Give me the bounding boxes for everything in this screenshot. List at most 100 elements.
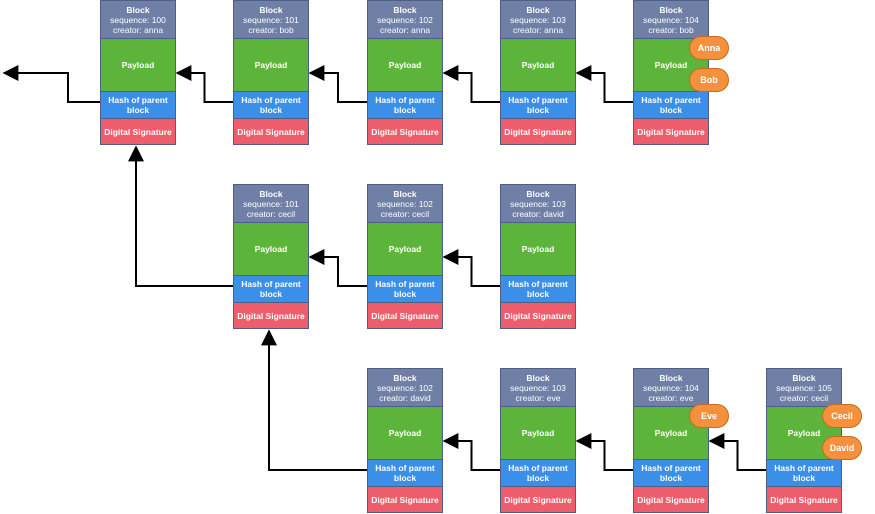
block-sequence: sequence: 101 xyxy=(243,198,299,209)
block-payload: Payload xyxy=(501,223,575,276)
block-signature: Digital Signature xyxy=(368,119,442,144)
block-creator: creator: bob xyxy=(648,24,694,35)
block-parent-hash: Hash of parent block xyxy=(368,92,442,119)
block-title: Block xyxy=(259,188,283,199)
block-signature: Digital Signature xyxy=(501,119,575,144)
block-sequence: sequence: 103 xyxy=(510,198,566,209)
block-creator: creator: eve xyxy=(515,392,561,403)
block-title: Block xyxy=(526,188,550,199)
block-creator: creator: cecil xyxy=(779,392,829,403)
parent-link-arrow xyxy=(575,65,633,103)
signer-badge-bob: Bob xyxy=(689,68,729,92)
block-title: Block xyxy=(659,4,683,15)
block-signature: Digital Signature xyxy=(234,119,308,144)
block-creator: creator: anna xyxy=(379,24,431,35)
block-parent-hash: Hash of parent block xyxy=(234,276,308,303)
block-creator: creator: anna xyxy=(512,24,564,35)
block-sequence: sequence: 104 xyxy=(643,382,699,393)
parent-link-arrow xyxy=(2,65,100,103)
block-creator: creator: david xyxy=(512,208,564,219)
block-parent-hash: Hash of parent block xyxy=(368,460,442,487)
block-creator: creator: eve xyxy=(648,392,694,403)
parent-link-arrow xyxy=(575,433,633,471)
block-signature: Digital Signature xyxy=(767,487,841,512)
block-title: Block xyxy=(792,372,816,383)
block-payload: Payload xyxy=(368,407,442,460)
block-title: Block xyxy=(126,4,150,15)
block-parent-hash: Hash of parent block xyxy=(501,92,575,119)
block-payload: Payload xyxy=(501,407,575,460)
block-title: Block xyxy=(259,4,283,15)
block-payload: Payload xyxy=(368,39,442,92)
block-title: Block xyxy=(393,188,417,199)
block-creator: creator: bob xyxy=(248,24,294,35)
block-payload: Payload xyxy=(501,39,575,92)
block-sequence: sequence: 100 xyxy=(110,14,166,25)
block-sequence: sequence: 101 xyxy=(243,14,299,25)
block-signature: Digital Signature xyxy=(634,487,708,512)
block-signature: Digital Signature xyxy=(101,119,175,144)
block-sequence: sequence: 104 xyxy=(643,14,699,25)
block-parent-hash: Hash of parent block xyxy=(234,92,308,119)
block-title: Block xyxy=(526,4,550,15)
parent-link-arrow xyxy=(308,249,367,287)
block-parent-hash: Hash of parent block xyxy=(634,460,708,487)
parent-link-arrow xyxy=(708,433,766,471)
parent-link-arrow xyxy=(128,145,233,287)
parent-link-arrow xyxy=(308,65,367,103)
block-sequence: sequence: 105 xyxy=(776,382,832,393)
block-creator: creator: david xyxy=(379,392,431,403)
block-sequence: sequence: 102 xyxy=(377,382,433,393)
block-parent-hash: Hash of parent block xyxy=(101,92,175,119)
block-signature: Digital Signature xyxy=(234,303,308,328)
block-payload: Payload xyxy=(234,223,308,276)
block-parent-hash: Hash of parent block xyxy=(634,92,708,119)
block-sequence: sequence: 103 xyxy=(510,382,566,393)
parent-link-arrow xyxy=(442,249,500,287)
signer-badge-cecil: Cecil xyxy=(822,404,862,428)
block-creator: creator: anna xyxy=(112,24,164,35)
block-creator: creator: cecil xyxy=(246,208,296,219)
signer-badge-anna: Anna xyxy=(689,36,729,60)
block-title: Block xyxy=(393,372,417,383)
block-signature: Digital Signature xyxy=(368,303,442,328)
block-title: Block xyxy=(659,372,683,383)
parent-link-arrow xyxy=(261,329,367,471)
block-parent-hash: Hash of parent block xyxy=(501,276,575,303)
block-payload: Payload xyxy=(234,39,308,92)
block-parent-hash: Hash of parent block xyxy=(501,460,575,487)
block-parent-hash: Hash of parent block xyxy=(767,460,841,487)
block-payload: Payload xyxy=(368,223,442,276)
parent-link-arrow xyxy=(175,65,233,103)
block-parent-hash: Hash of parent block xyxy=(368,276,442,303)
block-sequence: sequence: 102 xyxy=(377,14,433,25)
signer-badge-david: David xyxy=(822,436,862,460)
block-creator: creator: cecil xyxy=(380,208,430,219)
block-signature: Digital Signature xyxy=(501,487,575,512)
signer-badge-eve: Eve xyxy=(689,404,729,428)
block-title: Block xyxy=(393,4,417,15)
parent-link-arrow xyxy=(442,433,500,471)
block-payload: Payload xyxy=(101,39,175,92)
parent-link-arrow xyxy=(442,65,500,103)
block-sequence: sequence: 103 xyxy=(510,14,566,25)
